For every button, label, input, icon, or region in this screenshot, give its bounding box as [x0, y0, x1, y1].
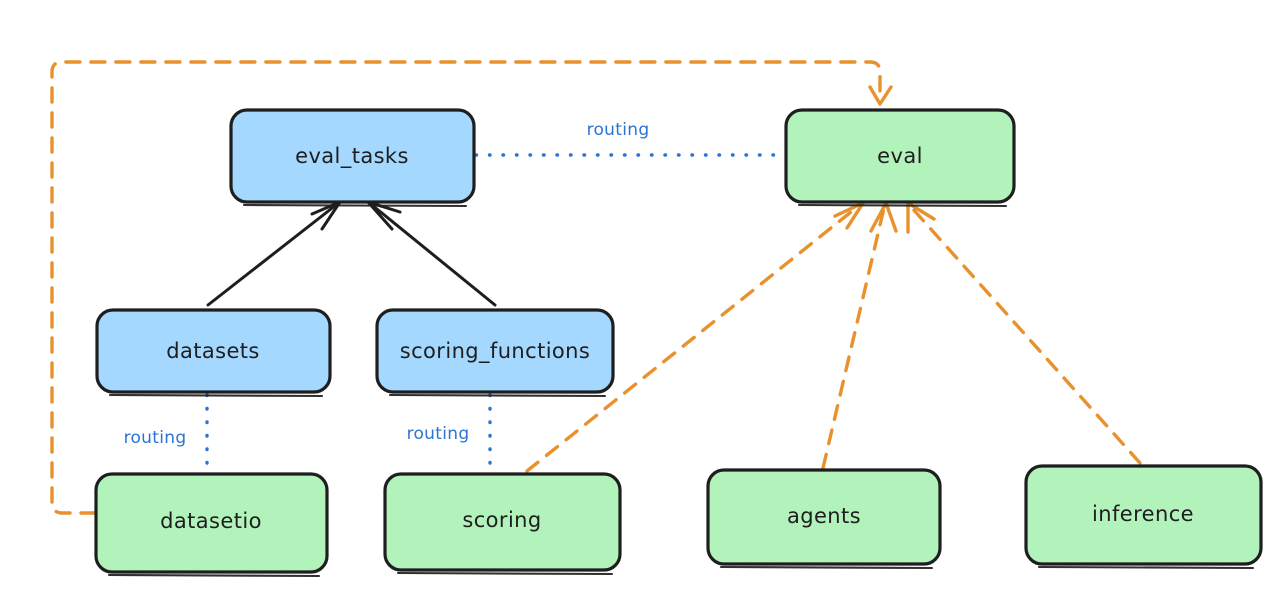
node-label-datasets: datasets [166, 339, 260, 363]
node-eval[interactable]: eval [784, 108, 1016, 208]
edge-path-datasetio-eval [50, 60, 882, 515]
arrowhead-datasetio-eval [868, 85, 893, 106]
edge-label-routing-datasetio: routing [124, 428, 187, 448]
node-label-scoring: scoring [462, 508, 541, 532]
edge-path-scoringfn-evaltasks [370, 203, 497, 307]
node-label-inference: inference [1092, 502, 1194, 526]
node-box-datasetio [94, 472, 329, 574]
node-box-eval [784, 108, 1016, 204]
edge-path-agents-eval [821, 206, 886, 470]
node-box-agents [706, 468, 942, 566]
node-shadow-agents [719, 565, 934, 570]
node-label-agents: agents [787, 504, 861, 528]
edge-inference-to-eval[interactable] [906, 201, 1142, 465]
edge-layer [50, 60, 1142, 515]
edge-path-scoring-eval [525, 206, 858, 473]
node-label-eval-tasks: eval_tasks [295, 144, 409, 169]
edge-agents-to-eval[interactable] [821, 201, 898, 470]
node-box-eval-tasks [229, 108, 476, 204]
edge-label-routing-eval: routing [587, 120, 650, 140]
node-layer: eval_tasks eval datasets scoring_functio… [94, 108, 1263, 578]
edge-label-routing-scoring: routing [407, 424, 470, 444]
node-inference[interactable]: inference [1024, 464, 1263, 570]
node-box-inference [1024, 464, 1263, 566]
node-shadow-eval-tasks [242, 203, 468, 208]
node-shadow-scoring-functions [388, 393, 607, 398]
node-shadow-datasets [108, 393, 324, 398]
edge-datasets-to-eval-tasks[interactable] [206, 200, 342, 307]
node-datasets[interactable]: datasets [95, 308, 332, 398]
edge-label-layer: routing routing routing [124, 120, 650, 448]
node-label-eval: eval [877, 144, 923, 168]
node-eval-tasks[interactable]: eval_tasks [229, 108, 476, 208]
node-shadow-eval [797, 203, 1008, 208]
node-label-scoring-functions: scoring_functions [400, 339, 590, 364]
node-label-datasetio: datasetio [160, 509, 262, 533]
node-box-scoring [383, 472, 622, 572]
node-scoring[interactable]: scoring [383, 472, 622, 576]
node-scoring-functions[interactable]: scoring_functions [375, 308, 615, 398]
node-box-scoring-functions [375, 308, 615, 394]
node-shadow-inference [1037, 565, 1255, 570]
edge-datasetio-to-eval[interactable] [50, 60, 893, 515]
edge-path-inference-eval [910, 206, 1142, 465]
node-agents[interactable]: agents [706, 468, 942, 570]
node-shadow-scoring [396, 571, 614, 576]
node-shadow-datasetio [107, 573, 321, 578]
node-box-datasets [95, 308, 332, 394]
edge-scoring-functions-to-eval-tasks[interactable] [366, 200, 497, 307]
node-datasetio[interactable]: datasetio [94, 472, 329, 578]
edge-path-datasets-evaltasks [206, 203, 338, 307]
